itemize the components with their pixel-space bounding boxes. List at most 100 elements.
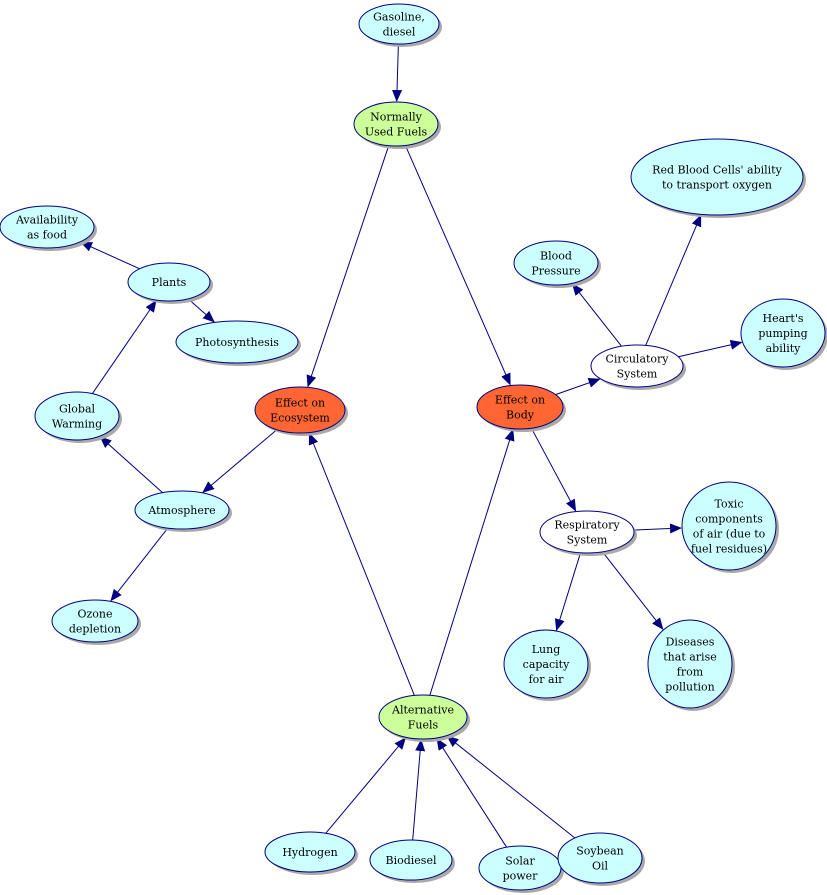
node-label-line: Soybean	[576, 845, 624, 858]
node-label-line: capacity	[523, 658, 570, 671]
node-hydrogen[interactable]: Hydrogen	[264, 831, 358, 875]
node-ellipse	[378, 694, 468, 740]
node-label-line: Circulatory	[605, 353, 669, 366]
edge-circulatory-system-to-red-blood-cells	[645, 214, 702, 346]
node-label-line: Alternative	[391, 704, 454, 717]
node-toxic-components[interactable]: Toxic components of air (due to fuel residu…	[681, 481, 779, 573]
node-ellipse	[681, 481, 777, 571]
node-label-line: pollution	[665, 681, 714, 694]
node-ellipse	[353, 101, 439, 147]
node-plants[interactable]: Plants	[127, 262, 213, 304]
node-label-line: Global	[59, 403, 96, 416]
node-label-line: diesel	[383, 26, 416, 39]
node-label-line: Fuels	[408, 719, 439, 732]
edge-respiratory-system-to-diseases	[602, 551, 664, 630]
node-atmosphere[interactable]: Atmosphere	[134, 490, 232, 532]
node-label-line: from	[677, 666, 704, 679]
node-label-line: Warming	[52, 418, 102, 431]
node-label-line: Body	[506, 409, 535, 422]
node-label-line: for air	[529, 673, 565, 686]
node-ellipse	[590, 344, 684, 388]
node-gasoline[interactable]: Gasoline, diesel	[358, 3, 442, 47]
node-ellipse	[127, 262, 211, 302]
node-ellipse	[539, 510, 635, 554]
edge-respiratory-system-to-toxic-components	[633, 523, 682, 534]
edge-alternative-fuels-to-effect-ecosystem	[308, 432, 415, 696]
node-label-line: depletion	[69, 623, 121, 636]
node-label-line: Heart's	[762, 312, 803, 325]
edge-soybean-oil-to-alternative-fuels	[446, 735, 576, 839]
node-biodiesel[interactable]: Biodiesel	[369, 839, 455, 883]
node-label-line: Pressure	[531, 265, 580, 278]
node-label-line: Blood	[540, 250, 572, 263]
node-ellipse	[264, 831, 356, 873]
node-effect-body[interactable]: Effect on Body	[476, 384, 566, 432]
node-ellipse	[254, 386, 346, 434]
node-solar-power[interactable]: Solar power	[478, 845, 564, 893]
node-ozone-depletion[interactable]: Ozone depletion	[51, 599, 141, 645]
node-label-line: Ozone	[77, 608, 112, 621]
edge-normally-used-fuels-to-effect-body	[404, 145, 511, 386]
node-ellipse	[51, 599, 139, 643]
node-ellipse	[476, 384, 564, 430]
node-ellipse	[358, 3, 440, 45]
node-label-line: power	[503, 870, 539, 883]
node-ellipse	[740, 298, 826, 368]
node-lung-capacity[interactable]: Lung capacity for air	[503, 629, 591, 701]
node-ellipse	[175, 320, 299, 364]
node-label-line: ability	[766, 342, 802, 355]
node-label-line: Ecosystem	[270, 412, 330, 425]
node-label-line: Photosynthesis	[195, 336, 279, 349]
edge-respiratory-system-to-lung-capacity	[554, 552, 581, 632]
node-label-line: Effect on	[495, 394, 545, 407]
node-ellipse	[647, 619, 733, 709]
edge-effect-body-to-circulatory-system	[555, 378, 601, 396]
node-label-line: System	[617, 368, 658, 381]
edge-effect-body-to-respiratory-system	[530, 427, 577, 512]
node-label-line: Toxic	[715, 498, 744, 511]
node-label-line: Oil	[592, 860, 609, 873]
node-ellipse	[34, 391, 120, 441]
node-ellipse	[630, 138, 804, 216]
node-label-line: as food	[27, 229, 67, 242]
edge-hydrogen-to-alternative-fuels	[325, 737, 407, 834]
edge-alternative-fuels-to-effect-body	[429, 428, 515, 696]
node-label-line: Used Fuels	[365, 126, 428, 139]
node-availability-food[interactable]: Availability as food	[0, 205, 97, 251]
node-label-line: Gasoline,	[373, 11, 425, 24]
node-label-line: Red Blood Cells' ability	[652, 164, 782, 177]
node-label-line: System	[567, 534, 608, 547]
node-photosynthesis[interactable]: Photosynthesis	[175, 320, 301, 366]
edge-atmosphere-to-global-warming	[99, 436, 164, 494]
edge-layer	[80, 43, 743, 848]
node-label-line: Effect on	[275, 397, 325, 410]
node-label-line: Solar	[505, 855, 535, 868]
node-label-line: components	[695, 513, 763, 526]
edge-solar-power-to-alternative-fuels	[436, 737, 508, 848]
node-label-line: of air (due to	[693, 528, 766, 541]
node-label-line: Availability	[15, 214, 79, 227]
edge-normally-used-fuels-to-effect-ecosystem	[306, 145, 390, 388]
node-label-line: Lung	[532, 643, 561, 656]
node-ellipse	[134, 490, 230, 530]
node-ellipse	[478, 845, 562, 891]
edge-plants-to-availability-food	[80, 241, 140, 270]
edge-atmosphere-to-ozone-depletion	[110, 527, 169, 602]
edge-effect-ecosystem-to-atmosphere	[202, 429, 278, 493]
edge-gasoline-to-normally-used-fuels	[392, 43, 403, 102]
node-label-line: fuel residues)	[691, 543, 767, 556]
node-effect-ecosystem[interactable]: Effect on Ecosystem	[254, 386, 348, 436]
edge-circulatory-system-to-blood-pressure	[571, 283, 622, 347]
